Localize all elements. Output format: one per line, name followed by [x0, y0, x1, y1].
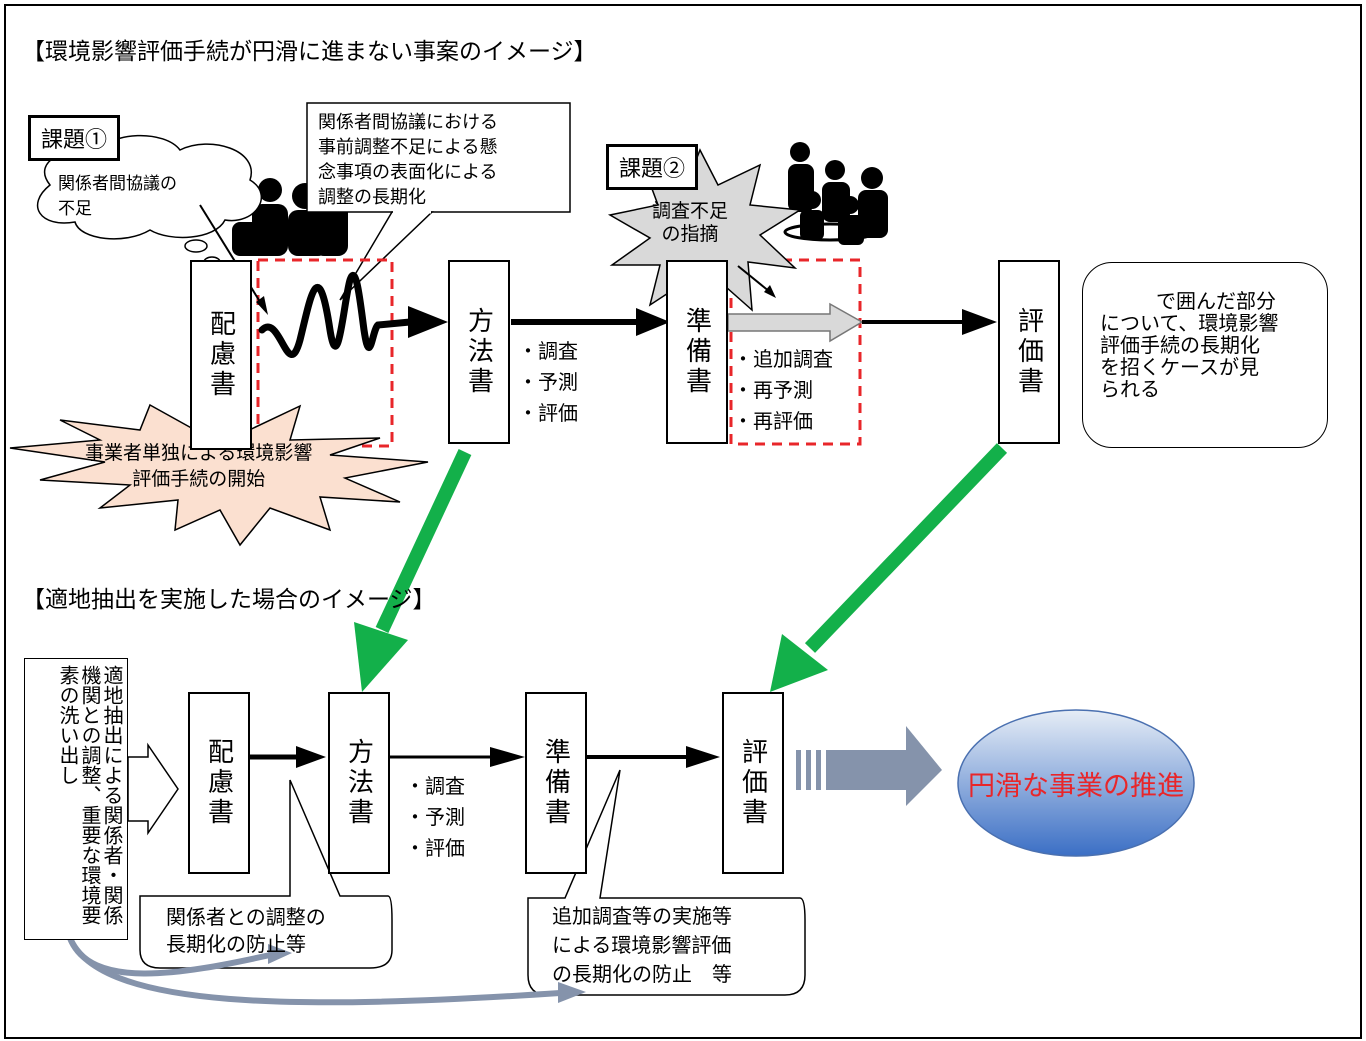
- bullet-item: ・予測: [518, 370, 578, 394]
- top-box-junbi-label: 準備書: [681, 307, 712, 397]
- bottom-box-hyouka: 評価書: [722, 692, 784, 874]
- top-box-hairyo: 配慮書: [190, 260, 252, 450]
- bullet-item: ・再評価: [733, 409, 813, 433]
- bullet-item: ・予測: [405, 805, 465, 829]
- callout-top-text: 関係者間協議における 事前調整不足による懸 念事項の表面化による 調整の長期化: [318, 112, 498, 208]
- top-box-hairyo-label: 配慮書: [205, 310, 236, 400]
- callout-left-shape: [139, 779, 393, 969]
- bottom-box-hairyo-label: 配慮書: [203, 738, 234, 828]
- bullet-item: ・評価: [405, 836, 465, 860]
- open-arrow-left: [127, 742, 179, 836]
- green-arrow-hyouka: [770, 443, 1008, 692]
- top-bullets-houhou: ・調査 ・予測 ・評価: [518, 336, 578, 429]
- delay-region-2: [729, 258, 862, 446]
- legend-box: [1082, 262, 1328, 448]
- top-box-houhou-label: 方法書: [463, 307, 494, 397]
- bullet-item: ・評価: [518, 401, 578, 425]
- burst-gray-text: 調査不足 の指摘: [652, 200, 729, 245]
- bullet-item: ・再予測: [733, 378, 813, 402]
- bullet-item: ・調査: [405, 774, 465, 798]
- bottom-box-houhou: 方法書: [328, 692, 390, 874]
- callout-right-shape: [527, 769, 806, 996]
- vertical-note-box: 適地抽出による関係者・関係機関との調整、重要な環境要素の洗い出し: [24, 658, 128, 940]
- vertical-note-text: 適地抽出による関係者・関係機関との調整、重要な環境要素の洗い出し: [56, 665, 124, 925]
- callout-left-text: 関係者との調整の 長期化の防止等: [166, 905, 326, 956]
- bottom-box-hyouka-label: 評価書: [737, 738, 768, 828]
- squiggle-delay-line: [258, 271, 414, 358]
- top-box-hyouka: 評価書: [998, 260, 1060, 444]
- top-box-hyouka-label: 評価書: [1013, 307, 1044, 397]
- bottom-title: 【適地抽出を実施した場合のイメージ】: [22, 587, 436, 613]
- top-box-houhou: 方法書: [448, 260, 510, 444]
- bottom-box-houhou-label: 方法書: [343, 738, 374, 828]
- bottom-bullets-houhou: ・調査 ・予測 ・評価: [405, 771, 465, 864]
- callout-right-text: 追加調査等の実施等 による環境影響評価 の長期化の防止 等: [552, 904, 732, 986]
- kadai1-label: 課題①: [28, 115, 121, 161]
- result-arrow: [796, 726, 942, 806]
- bottom-box-hairyo: 配慮書: [188, 692, 250, 874]
- meeting-people-icon-right: [783, 142, 888, 245]
- bullet-item: ・追加調査: [733, 347, 833, 371]
- peach-burst-shape: [9, 396, 429, 547]
- legend-text: で囲んだ部分 について、環境影響 評価手続の長期化 を招くケースが見 られる: [1100, 289, 1279, 401]
- callout-top-shape: [306, 102, 571, 301]
- bottom-box-junbi-label: 準備書: [540, 738, 571, 828]
- top-title: 【環境影響評価手続が円滑に進まない事案のイメージ】: [22, 39, 597, 65]
- top-bullets-junbi: ・追加調査 ・再予測 ・再評価: [733, 344, 833, 437]
- result-text: 円滑な事業の推進: [968, 771, 1184, 802]
- delay-region-1: [256, 258, 394, 448]
- result-oval: [957, 709, 1195, 857]
- bullet-item: ・調査: [518, 339, 578, 363]
- bottom-box-junbi: 準備書: [525, 692, 587, 874]
- kadai2-label: 課題②: [606, 144, 699, 190]
- outer-frame: [4, 4, 1362, 1039]
- top-box-junbi: 準備書: [666, 260, 728, 444]
- green-arrow-houhou: [354, 449, 472, 692]
- cloud-text: 関係者間協議の 不足: [58, 174, 177, 219]
- burst-peach-text: 事業者単独による環境影響 評価手続の開始: [85, 442, 313, 490]
